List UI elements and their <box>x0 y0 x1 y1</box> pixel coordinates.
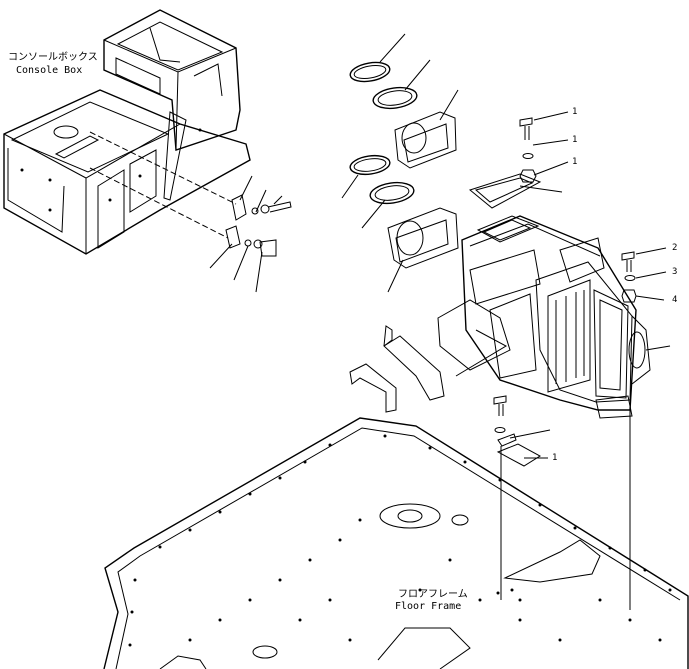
console-box-label-jp: コンソールボックス <box>8 52 98 63</box>
callout-number: 1 <box>572 107 578 117</box>
callout-number: 3 <box>672 267 678 277</box>
callout-number: 2 <box>672 243 678 253</box>
console-box <box>3 9 292 293</box>
callout-number: 4 <box>672 295 678 305</box>
callout-number: 1 <box>552 453 558 463</box>
hvac-unit <box>349 111 671 610</box>
callout-number: 1 <box>572 135 578 145</box>
floor-frame-label-en: Floor Frame <box>395 601 462 612</box>
duct-parts <box>341 33 563 293</box>
floor-frame-holes <box>128 434 672 647</box>
floor-frame <box>103 417 689 669</box>
floor-frame-label-jp: フロアフレーム <box>398 589 468 600</box>
callout-number: 1 <box>572 157 578 167</box>
console-box-label-en: Console Box <box>16 65 83 76</box>
